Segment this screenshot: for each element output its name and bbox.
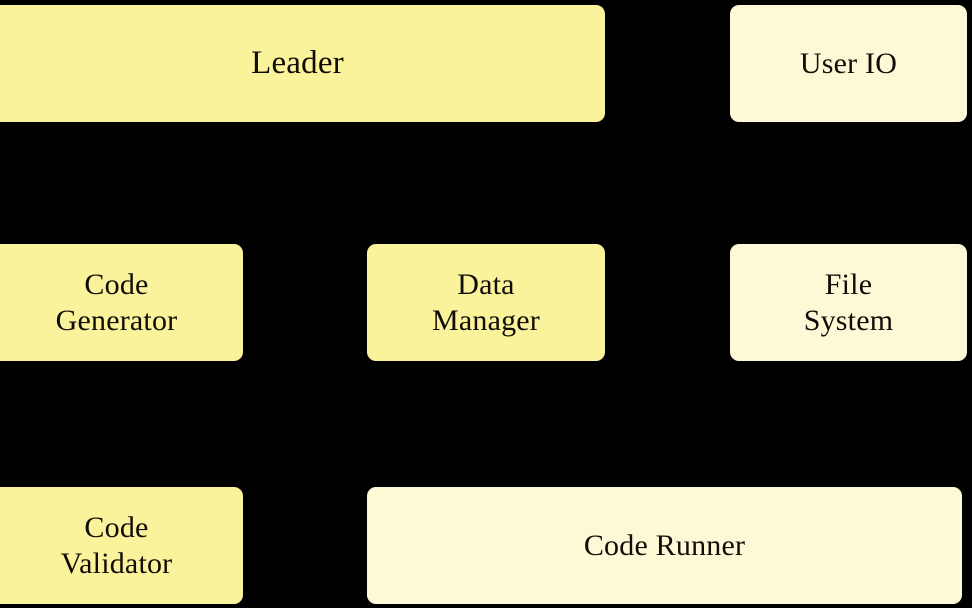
node-file-system[interactable]: File System xyxy=(730,244,967,361)
node-leader[interactable]: Leader xyxy=(0,5,605,122)
node-leader-label: Leader xyxy=(251,45,344,82)
node-code-runner-label: Code Runner xyxy=(583,528,746,562)
node-code-generator-label: Code Generator xyxy=(55,268,178,337)
node-code-runner[interactable]: Code Runner xyxy=(367,487,962,604)
node-code-generator[interactable]: Code Generator xyxy=(0,244,243,361)
node-data-manager-label: Data Manager xyxy=(431,268,540,337)
node-file-system-label: File System xyxy=(803,268,894,337)
node-code-validator-label: Code Validator xyxy=(60,511,173,580)
node-code-validator[interactable]: Code Validator xyxy=(0,487,243,604)
node-data-manager[interactable]: Data Manager xyxy=(367,244,605,361)
node-user-io[interactable]: User IO xyxy=(730,5,967,122)
node-user-io-label: User IO xyxy=(799,46,898,80)
